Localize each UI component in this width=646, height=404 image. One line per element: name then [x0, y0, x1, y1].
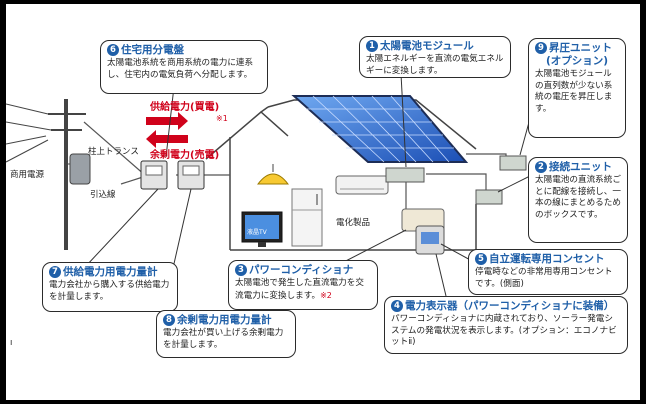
flow-note: ※1	[216, 114, 228, 123]
callout-number: 3	[235, 264, 247, 276]
supply-flow-label: 供給電力(買電)	[150, 102, 220, 113]
solar-panel	[291, 95, 469, 163]
callout-number: 9	[535, 42, 547, 54]
pole-transformer	[66, 153, 91, 185]
callout-desc: 太陽電池で発生した直流電力を交流電力に変換します。	[235, 278, 364, 301]
callout-number: 2	[535, 161, 547, 173]
callout-title: 自立運転専用コンセント	[489, 253, 605, 265]
callout-number: 4	[391, 300, 403, 312]
callout-title: 太陽電池モジュール	[380, 40, 474, 52]
callout-note: ※2	[320, 290, 332, 300]
supply-meter	[140, 160, 168, 190]
margin-mark: ı	[10, 338, 13, 348]
callout-desc: 電力会社から購入する供給電力を計量します。	[49, 280, 170, 302]
utility-pole	[6, 99, 86, 250]
ceiling-lamp	[256, 164, 290, 185]
leader-lines	[85, 68, 535, 313]
callout-desc: 太陽エネルギーを直流の電気エネルギーに変換します。	[366, 54, 504, 76]
tv-screen-label: 液晶TV	[247, 229, 267, 236]
diagram-frame: 供給電力(買電) 余剰電力(売電) ※1 柱上トランス 商用電源 引込線 電化製…	[6, 4, 640, 400]
callout-number: 1	[366, 40, 378, 52]
junction-box	[475, 189, 503, 205]
callout-title: 余剰電力用電力量計	[177, 314, 272, 326]
callout-desc: 太陽電池モジュールの直列数が少ない系統の電圧を昇圧します。	[535, 69, 613, 114]
air-conditioner	[335, 175, 389, 195]
refrigerator	[291, 188, 323, 247]
surplus-flow-arrow	[146, 130, 188, 148]
callout-desc: 電力会社が買い上げる余剰電力を計量します。	[163, 328, 284, 350]
callout-desc: パワーコンディショナに内蔵されており、ソーラー発電システムの発電状況を表示します…	[391, 314, 617, 347]
supply-flow-arrow	[146, 112, 188, 130]
booster-box	[499, 155, 527, 171]
tv	[241, 211, 283, 247]
pole-transformer-label: 柱上トランス	[88, 147, 139, 157]
callout-subtitle: (オプション)	[545, 55, 609, 67]
callout-number: 5	[475, 253, 487, 265]
system-illustration	[6, 68, 535, 313]
callout-number: 8	[163, 314, 175, 326]
surplus-flow-label: 余剰電力(売電)	[150, 150, 220, 161]
surplus-meter	[177, 160, 205, 190]
commercial-power-label: 商用電源	[10, 170, 45, 180]
callout-title: 昇圧ユニット	[549, 42, 612, 54]
callout-number: 6	[107, 44, 119, 56]
callout-number: 7	[49, 266, 61, 278]
appliances-label: 電化製品	[336, 218, 371, 228]
callout-title: パワーコンディショナ	[249, 264, 354, 276]
wiring	[83, 121, 507, 220]
callout-desc: 太陽電池の直流系統ごとに配線を接続し、一本の線にまとめるためのボックスです。	[535, 175, 621, 220]
callout-title: 住宅用分電盤	[121, 44, 184, 56]
power-conditioner	[401, 208, 445, 255]
indoor-unit-box	[385, 167, 425, 183]
callout-desc: 太陽電池系統を商用系統の電力に連系し、住宅内の電気負荷へ分配します。	[107, 58, 254, 80]
callout-desc: 停電時などの非常用専用コンセントです。(側面)	[475, 267, 613, 289]
callout-title: 接続ユニット	[549, 161, 612, 173]
callout-title: 電力表示器（パワーコンディショナに装備）	[405, 300, 615, 312]
callout-title: 供給電力用電力量計	[63, 266, 158, 278]
service-line-label: 引込線	[90, 190, 116, 200]
